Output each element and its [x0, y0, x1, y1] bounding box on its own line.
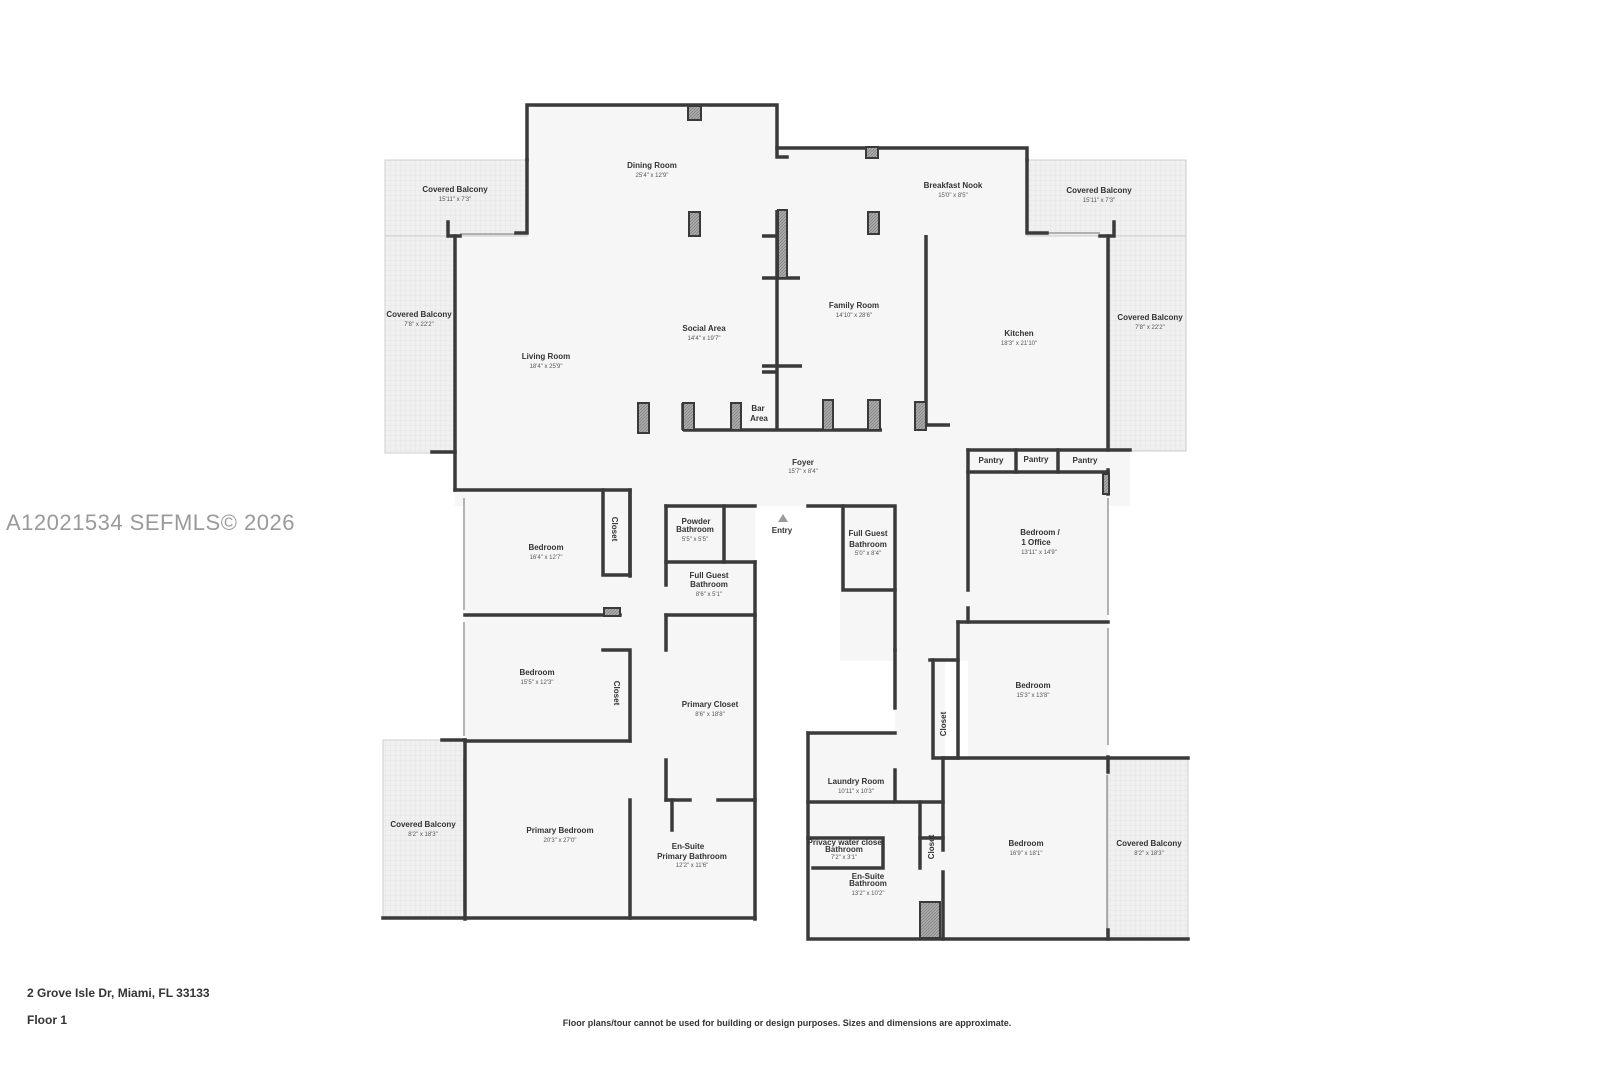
closet-w2-label: Closet [612, 681, 621, 706]
entry-label: Entry [772, 526, 793, 535]
columns [603, 105, 1110, 939]
pantry-1-label: Pantry [979, 456, 1004, 465]
balcony-sw-area [382, 739, 466, 919]
foyer-dim: 15'7" x 8'4" [788, 469, 818, 475]
bedroom-e2-label: Bedroom [1015, 681, 1050, 690]
balcony-e-dim: 7'8" x 22'2" [1135, 325, 1165, 331]
ensuite-primary-label-1: En-Suite [672, 842, 705, 851]
kitchen-dim: 18'3" x 21'10" [1001, 341, 1037, 347]
living-room-dim: 18'4" x 25'9" [530, 364, 563, 370]
bedroom-office-label-2: 1 Office [1021, 538, 1051, 547]
bedroom-w2-label: Bedroom [519, 668, 554, 677]
bedroom-se-label: Bedroom [1008, 839, 1043, 848]
guest-bath-e-dim: 5'0" x 8'4" [855, 551, 881, 557]
bedroom-office-dim: 13'11" x 14'9" [1021, 550, 1057, 556]
privacy-wc-dim: 7'2" x 3'1" [831, 855, 857, 861]
bedroom-w2-dim: 15'5" x 12'3" [521, 680, 554, 686]
balcony-sw-label: Covered Balcony [390, 820, 456, 829]
balcony-se-area [1107, 756, 1189, 939]
floor-label: Floor 1 [27, 1013, 68, 1027]
breakfast-nook-label: Breakfast Nook [924, 181, 983, 190]
ensuite-bath-dim: 13'2" x 10'2" [852, 891, 885, 897]
primary-bedroom-dim: 20'3" x 27'0" [544, 838, 577, 844]
balcony-se-label: Covered Balcony [1116, 839, 1182, 848]
balcony-se-dim: 8'2" x 18'3" [1134, 851, 1164, 857]
laundry-room-label: Laundry Room [828, 777, 884, 786]
guest-bath-e-label-2: Bathroom [849, 540, 887, 549]
powder-bath-dim: 5'5" x 5'5" [682, 537, 708, 543]
ensuite-bath-label-2: Bathroom [849, 879, 887, 888]
entry-arrow-icon [778, 514, 788, 522]
balconies [382, 159, 1189, 939]
primary-closet-label: Primary Closet [682, 700, 739, 709]
balcony-e-label: Covered Balcony [1117, 313, 1183, 322]
breakfast-nook-dim: 15'0" x 8'5" [938, 193, 968, 199]
balcony-nw-area [384, 159, 528, 237]
privacy-wc-label-2: Bathroom [825, 845, 863, 854]
dining-room-dim: 25'4" x 12'9" [636, 173, 669, 179]
primary-bedroom-label: Primary Bedroom [526, 826, 593, 835]
balcony-w-area [384, 235, 456, 454]
bar-area-label-2: Area [750, 414, 768, 423]
closet-e1-label: Closet [939, 711, 948, 736]
ensuite-bath-label-1: En-Suite [852, 872, 885, 881]
balcony-ne-area [1026, 159, 1187, 237]
balcony-w-dim: 7'8" x 22'2" [404, 322, 434, 328]
dining-room-label: Dining Room [627, 161, 677, 170]
ensuite-primary-label-2: Primary Bathroom [657, 852, 727, 861]
privacy-wc-label-1: Privacy water closet [808, 838, 885, 847]
laundry-room-dim: 10'11" x 10'3" [838, 789, 874, 795]
closet-w1-label: Closet [610, 517, 619, 542]
guest-bath-w-label-2: Bathroom [690, 580, 728, 589]
guest-bath-e-label-1: Full Guest [848, 529, 887, 538]
bedroom-e2-dim: 15'3" x 13'8" [1017, 693, 1050, 699]
family-room-dim: 14'10" x 28'6" [836, 313, 872, 319]
room-labels: Dining Room 25'4" x 12'9" Breakfast Nook… [386, 161, 1183, 897]
social-area-label: Social Area [682, 324, 726, 333]
bedroom-w1-dim: 16'4" x 12'7" [530, 555, 563, 561]
kitchen-label: Kitchen [1004, 329, 1033, 338]
guest-bath-w-dim: 8'6" x 5'1" [696, 592, 722, 598]
powder-bath-label-2: Bathroom [676, 525, 714, 534]
primary-closet-dim: 8'6" x 18'8" [695, 712, 725, 718]
ensuite-primary-dim: 12'2" x 11'6" [676, 863, 708, 869]
foyer-label: Foyer [792, 458, 814, 467]
balcony-sw-dim: 8'2" x 18'3" [408, 832, 438, 838]
mls-watermark: A12021534 SEFMLS© 2026 [6, 510, 295, 535]
pantry-3-label: Pantry [1073, 456, 1098, 465]
guest-bath-w-label-1: Full Guest [689, 571, 728, 580]
bedroom-office-label-1: Bedroom / [1020, 528, 1060, 537]
bar-area-label-1: Bar [751, 404, 764, 413]
living-room-label: Living Room [522, 352, 570, 361]
disclaimer-text: Floor plans/tour cannot be used for buil… [562, 1018, 1012, 1028]
balcony-ne-dim: 15'11" x 7'3" [1083, 198, 1115, 204]
balcony-nw-dim: 15'11" x 7'3" [439, 197, 471, 203]
pantry-2-label: Pantry [1024, 455, 1049, 464]
social-area-dim: 14'4" x 19'7" [688, 336, 721, 342]
closet-e2-label: Closet [927, 834, 936, 859]
balcony-nw-label: Covered Balcony [422, 185, 488, 194]
balcony-ne-label: Covered Balcony [1066, 186, 1132, 195]
disclaimer-container: Floor plans/tour cannot be used for buil… [0, 1018, 1600, 1028]
walls [381, 103, 1190, 941]
powder-bath-label-1: Powder [682, 517, 711, 526]
bedroom-se-dim: 16'9" x 18'1" [1010, 851, 1043, 857]
property-address: 2 Grove Isle Dr, Miami, FL 33133 [27, 986, 210, 1000]
bedroom-w1-label: Bedroom [528, 543, 563, 552]
family-room-label: Family Room [829, 301, 879, 310]
balcony-e-area [1109, 235, 1187, 452]
balcony-w-label: Covered Balcony [386, 310, 452, 319]
